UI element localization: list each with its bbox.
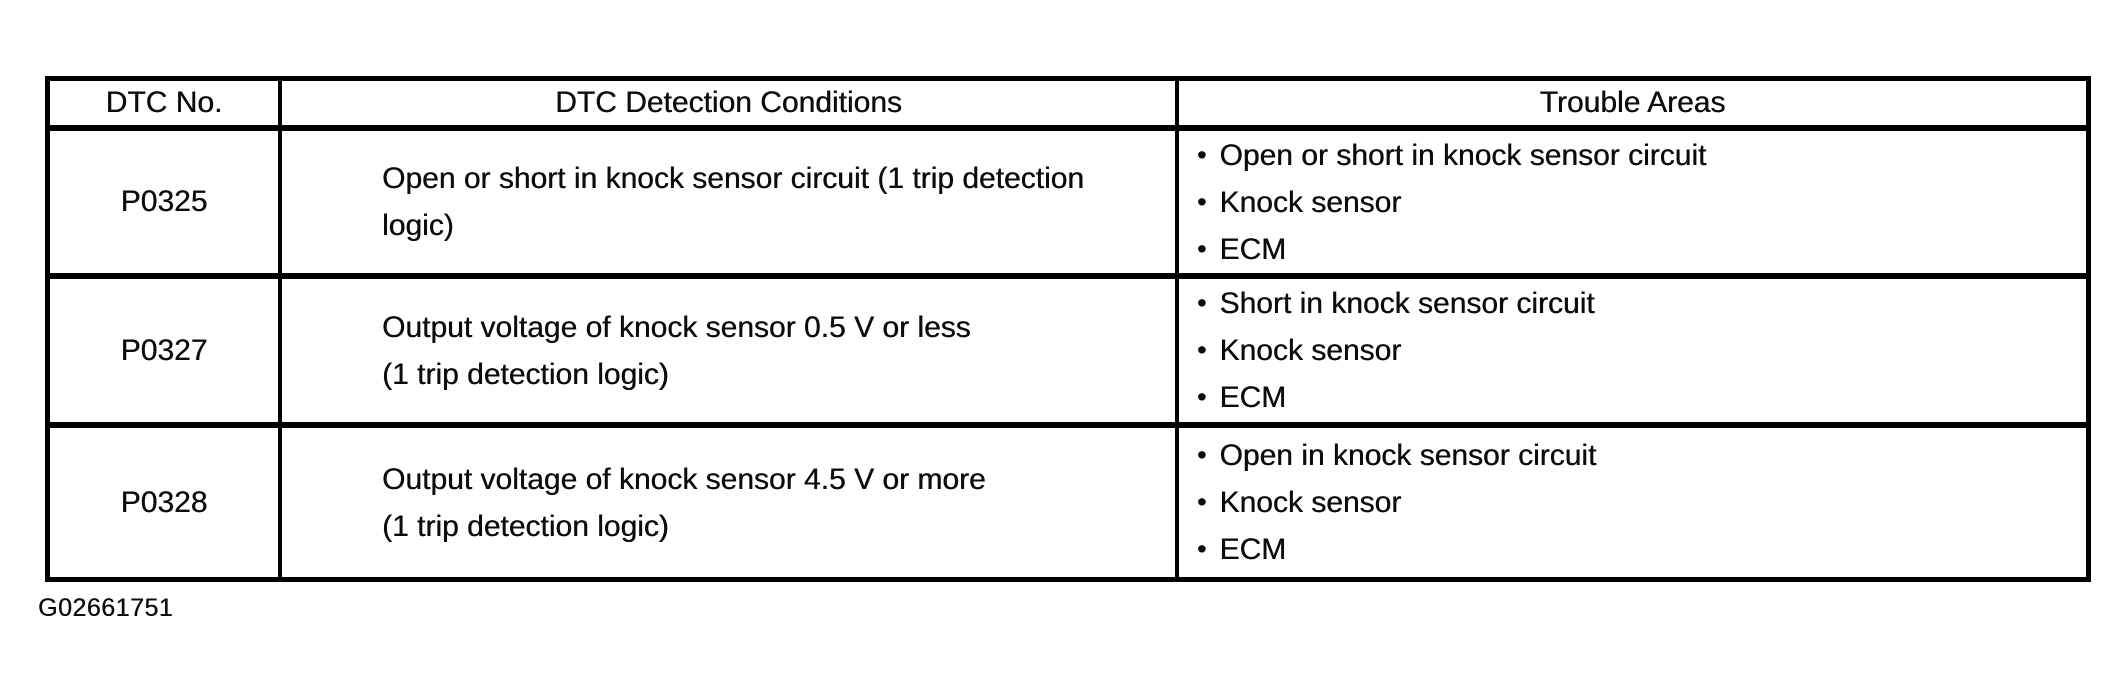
trouble-area-label: ECM — [1219, 381, 1287, 414]
trouble-area-item: • ECM — [1197, 226, 2070, 273]
trouble-area-label: Knock sensor — [1219, 185, 1402, 219]
header-detection-conditions: DTC Detection Conditions — [282, 81, 1179, 131]
trouble-area-item: • Short in knock sensor circuit — [1197, 280, 2070, 327]
trouble-area-item: • Open or short in knock sensor circuit — [1197, 132, 2070, 179]
trouble-area-label: Knock sensor — [1219, 334, 1402, 367]
bullet-icon: • — [1197, 534, 1207, 564]
bullet-icon: • — [1197, 233, 1207, 264]
header-trouble-areas: Trouble Areas — [1179, 81, 2086, 131]
bullet-icon: • — [1197, 288, 1207, 318]
trouble-areas-cell: • Open or short in knock sensor circuit … — [1179, 131, 2086, 279]
dtc-code-cell: P0327 — [50, 279, 282, 428]
detection-conditions-cell: Output voltage of knock sensor 4.5 V or … — [282, 428, 1179, 577]
bullet-icon: • — [1197, 440, 1207, 470]
bullet-icon: • — [1197, 487, 1207, 517]
trouble-area-label: Open or short in knock sensor circuit — [1219, 138, 1707, 172]
condition-line: (1 trip detection logic) — [382, 509, 669, 543]
trouble-area-label: ECM — [1219, 232, 1287, 266]
trouble-area-label: Knock sensor — [1219, 486, 1402, 519]
condition-line: Output voltage of knock sensor 4.5 V or … — [382, 462, 986, 496]
dtc-code-cell: P0325 — [50, 131, 282, 279]
dtc-table: DTC No. DTC Detection Conditions Trouble… — [45, 76, 2091, 582]
condition-line: (1 trip detection logic) — [382, 357, 669, 391]
detection-conditions-cell: Open or short in knock sensor circuit (1… — [282, 131, 1179, 279]
dtc-code-cell: P0328 — [50, 428, 282, 577]
detection-conditions-cell: Output voltage of knock sensor 0.5 V or … — [282, 279, 1179, 428]
bullet-icon: • — [1197, 335, 1207, 365]
trouble-area-item: • Knock sensor — [1197, 327, 2070, 374]
bullet-icon: • — [1197, 186, 1207, 217]
trouble-areas-cell: • Short in knock sensor circuit • Knock … — [1179, 279, 2086, 428]
trouble-area-label: Short in knock sensor circuit — [1219, 287, 1595, 320]
condition-line: Open or short in knock sensor circuit (1… — [382, 162, 1084, 242]
bullet-icon: • — [1197, 382, 1207, 412]
trouble-area-item: • Knock sensor — [1197, 179, 2070, 226]
trouble-area-label: ECM — [1219, 533, 1287, 566]
trouble-area-label: Open in knock sensor circuit — [1219, 439, 1597, 472]
trouble-area-item: • Open in knock sensor circuit — [1197, 432, 2070, 479]
trouble-area-item: • ECM — [1197, 374, 2070, 421]
bullet-icon: • — [1197, 139, 1207, 170]
trouble-area-item: • ECM — [1197, 526, 2070, 573]
trouble-area-item: • Knock sensor — [1197, 479, 2070, 526]
trouble-areas-cell: • Open in knock sensor circuit • Knock s… — [1179, 428, 2086, 577]
figure-id: G02661751 — [38, 594, 174, 622]
header-dtc-no: DTC No. — [50, 81, 282, 131]
condition-line: Output voltage of knock sensor 0.5 V or … — [382, 310, 971, 344]
